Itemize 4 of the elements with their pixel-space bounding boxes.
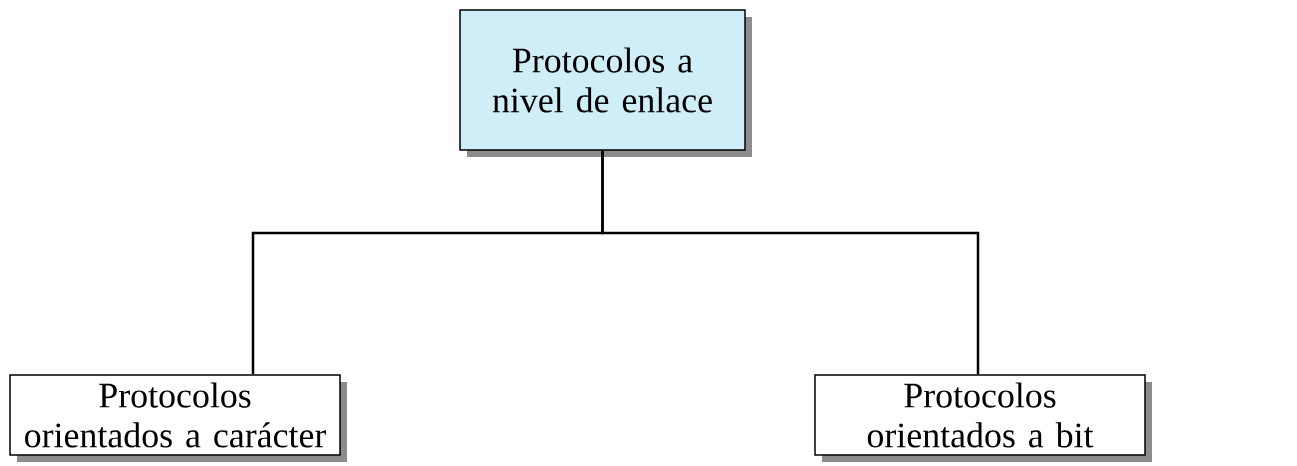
process-box: Protocolos orientados a carácter	[9, 374, 347, 462]
process-box: Protocolos orientados a bit	[814, 374, 1152, 462]
connector-line	[601, 150, 980, 375]
process-box: Protocolos a nivel de enlace	[459, 9, 752, 157]
